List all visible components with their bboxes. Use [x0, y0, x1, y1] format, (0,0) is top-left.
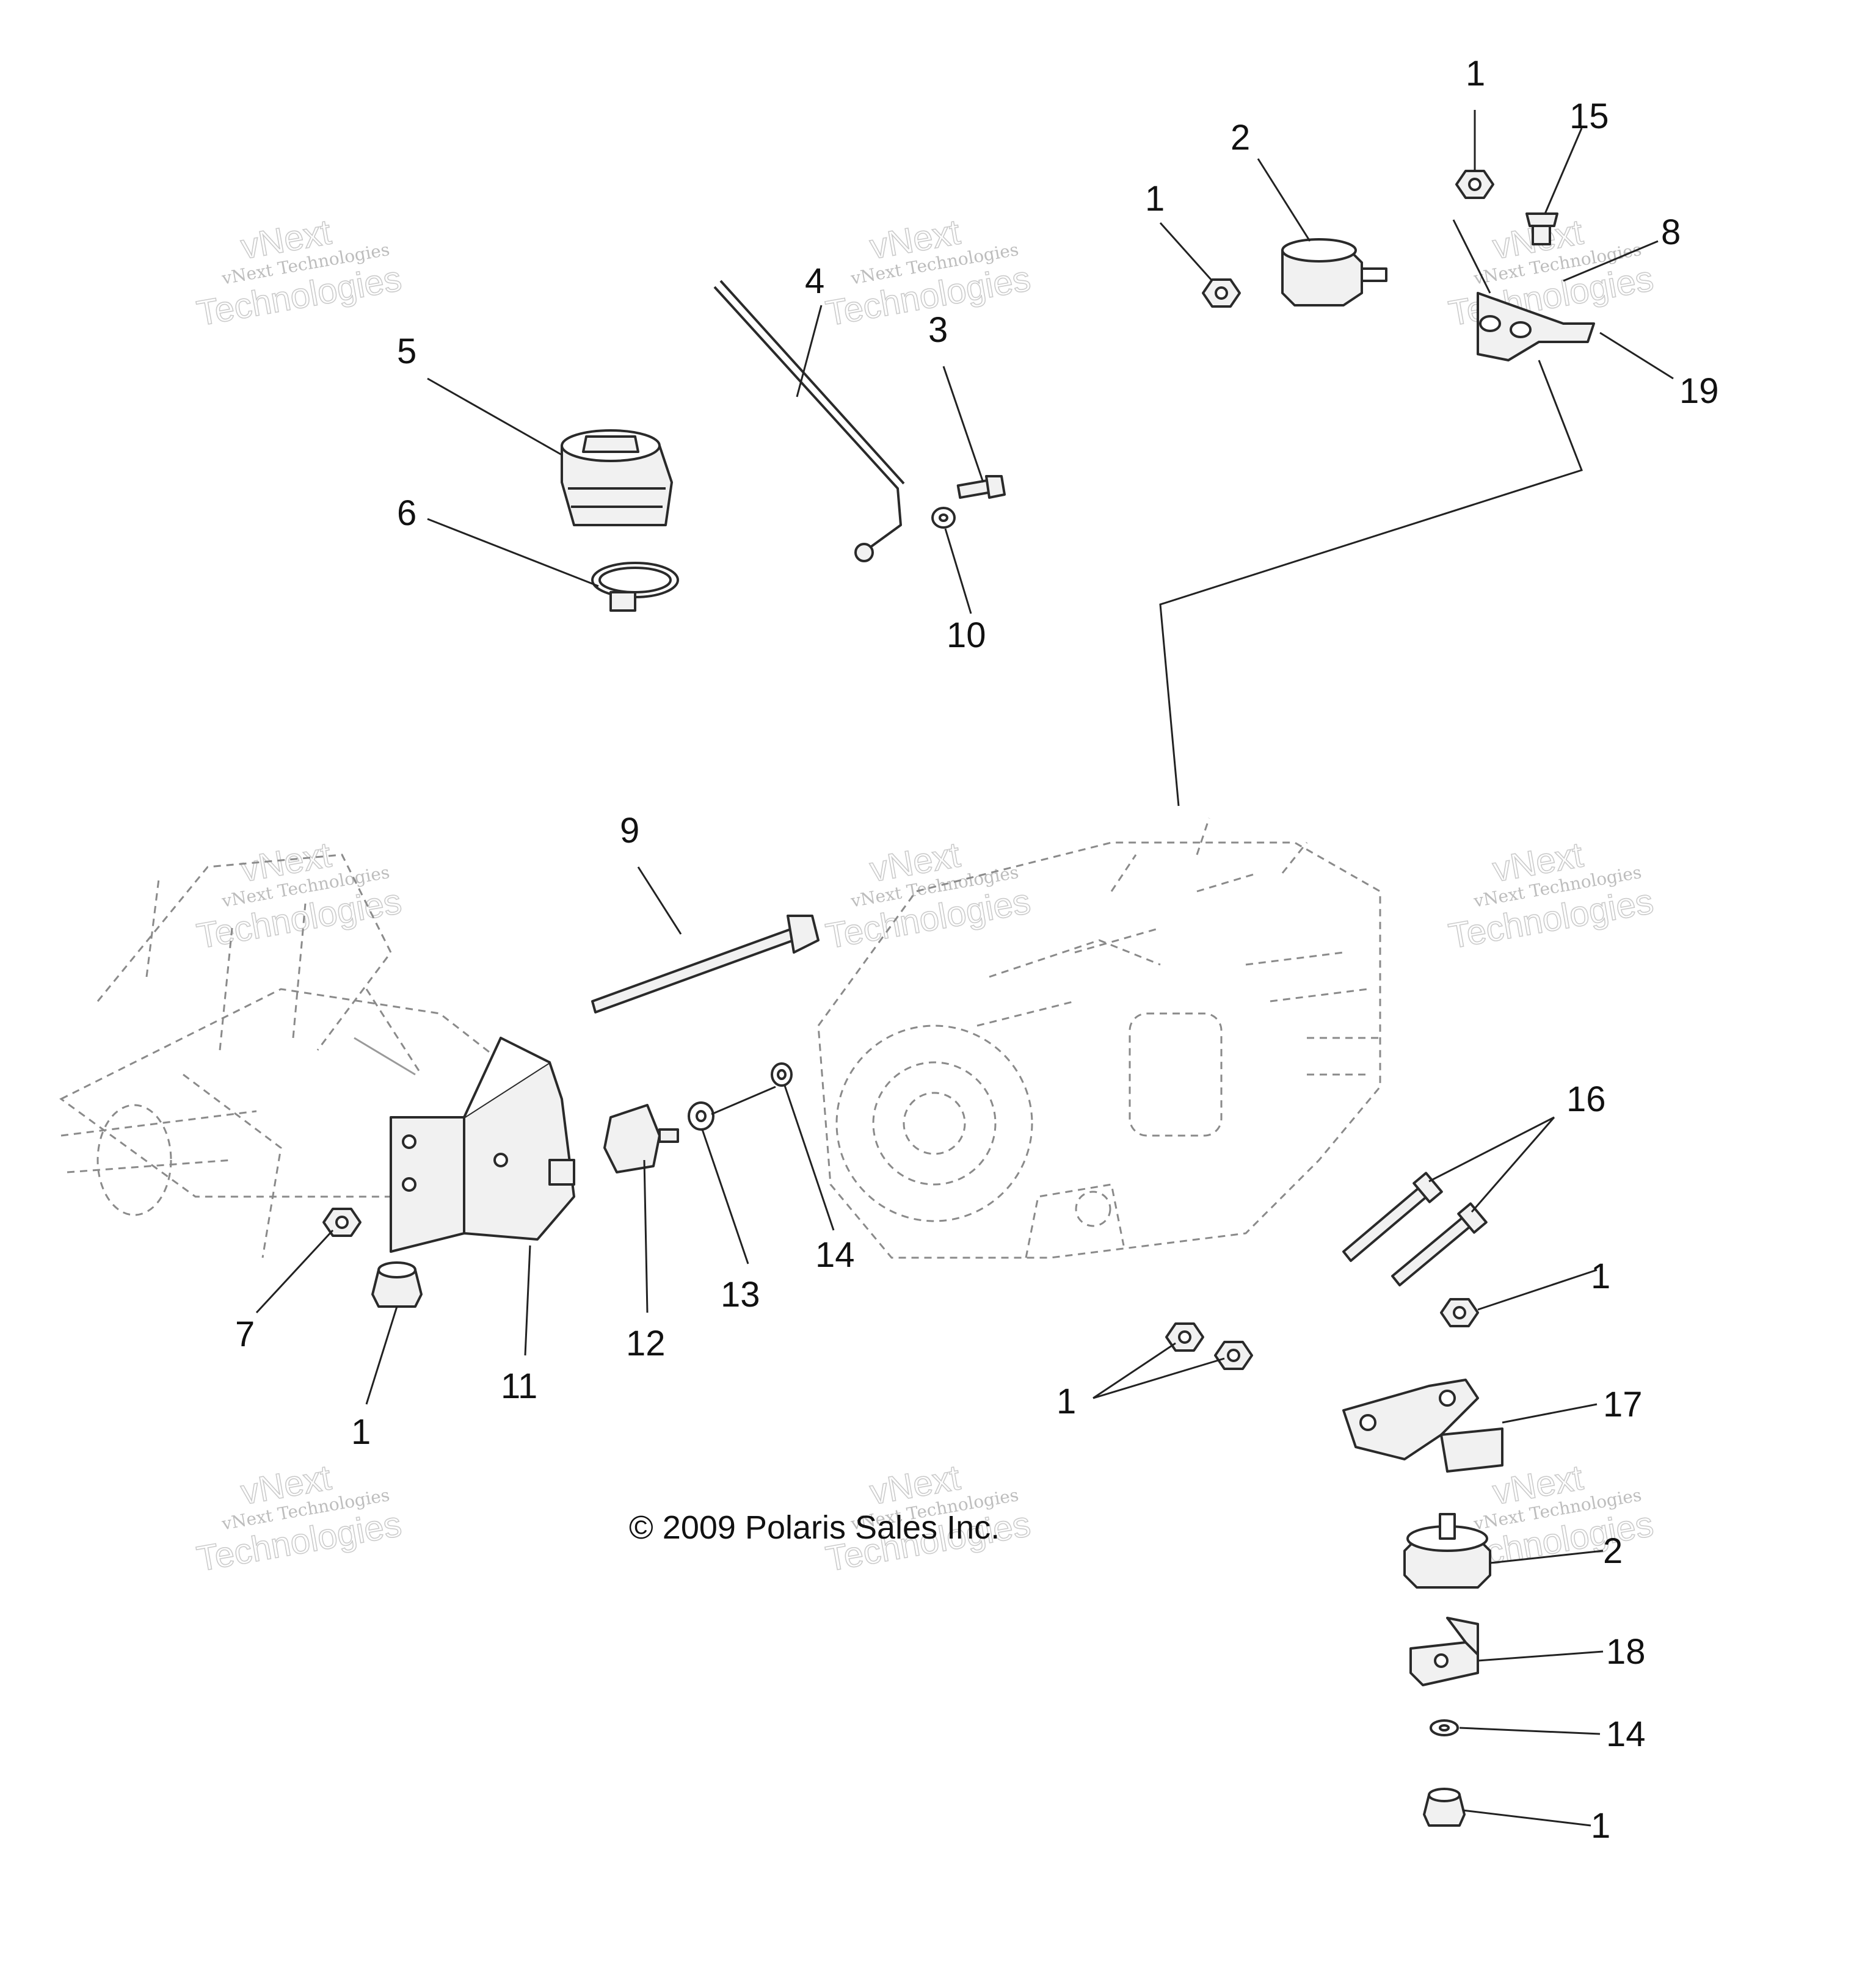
callout-1-left: 1 — [351, 1412, 371, 1452]
washer-part — [1430, 1719, 1459, 1736]
frame-ghost — [59, 854, 551, 1258]
cable-part — [713, 280, 905, 562]
leader-lines — [255, 110, 1674, 1827]
flange-nut-part — [371, 1261, 423, 1308]
callout-1-bottommid: 1 — [1056, 1382, 1076, 1421]
callout-3: 3 — [928, 310, 948, 350]
callout-1-topmid: 1 — [1145, 179, 1165, 219]
callout-14-bottom: 14 — [1606, 1714, 1646, 1754]
washer-part — [688, 1101, 714, 1131]
front-mount-bracket-part — [390, 1037, 575, 1253]
callout-18: 18 — [1606, 1632, 1646, 1672]
callout-4: 4 — [805, 261, 824, 301]
watermark: vNext vNext Technologies Technologies — [194, 212, 405, 335]
flange-nut-part — [1440, 1298, 1479, 1327]
intake-boot-part — [561, 429, 673, 526]
callout-10: 10 — [947, 615, 986, 655]
flange-nut-part — [1423, 1788, 1466, 1827]
flange-nut-part — [322, 1208, 362, 1237]
flange-nut-part — [1214, 1341, 1253, 1370]
callout-1-right: 1 — [1591, 1256, 1610, 1296]
engine-ghost — [817, 818, 1381, 1259]
parts — [322, 170, 1595, 1827]
flange-nut-part — [1165, 1322, 1204, 1352]
callout-11: 11 — [501, 1366, 537, 1406]
callout-12: 12 — [626, 1324, 666, 1363]
callout-2-bottom: 2 — [1603, 1531, 1623, 1571]
flange-nut-part — [1202, 278, 1241, 308]
callout-19: 19 — [1679, 371, 1719, 411]
flange-nut-part — [1455, 170, 1494, 199]
watermark: vNext vNext Technologies Technologies — [1445, 835, 1657, 957]
callout-9: 9 — [620, 811, 639, 850]
watermark: vNext vNext Technologies Technologies — [823, 212, 1034, 335]
rubber-mount-part — [603, 1104, 679, 1173]
callout-2-top: 2 — [1231, 118, 1250, 158]
long-bolt-part — [591, 915, 820, 1014]
callout-17: 17 — [1603, 1385, 1643, 1424]
hose-clamp-part — [591, 562, 679, 612]
copyright-notice: © 2009 Polaris Sales Inc. — [629, 1509, 1000, 1546]
callout-1-top: 1 — [1466, 54, 1485, 93]
long-bolt-part — [1391, 1202, 1488, 1286]
callout-16: 16 — [1566, 1079, 1606, 1119]
callouts: 1 15 8 19 2 1 4 3 10 5 6 9 16 14 13 12 1… — [235, 54, 1719, 1846]
washer-part — [771, 1062, 793, 1087]
washer-part — [931, 507, 956, 529]
callout-15: 15 — [1569, 96, 1609, 136]
callout-8: 8 — [1661, 212, 1681, 252]
callout-7: 7 — [235, 1314, 255, 1354]
long-bolt-part — [1342, 1172, 1443, 1262]
engine-mount-part — [1281, 238, 1387, 306]
watermark: vNext vNext Technologies Technologies — [194, 1457, 405, 1580]
callout-13: 13 — [721, 1275, 760, 1314]
bolt-part — [956, 475, 1006, 499]
callout-14-mid: 14 — [815, 1235, 855, 1275]
mount-bracket-top-part — [1477, 212, 1595, 361]
callout-1-bottom: 1 — [1591, 1806, 1610, 1846]
callout-6: 6 — [397, 493, 416, 533]
mount-bracket-bottom-part — [1342, 1379, 1503, 1473]
callout-5: 5 — [397, 332, 416, 371]
watermark: vNext vNext Technologies Technologies — [194, 835, 405, 957]
engine-mount-part — [1403, 1513, 1491, 1589]
small-bracket-part — [1409, 1617, 1479, 1686]
